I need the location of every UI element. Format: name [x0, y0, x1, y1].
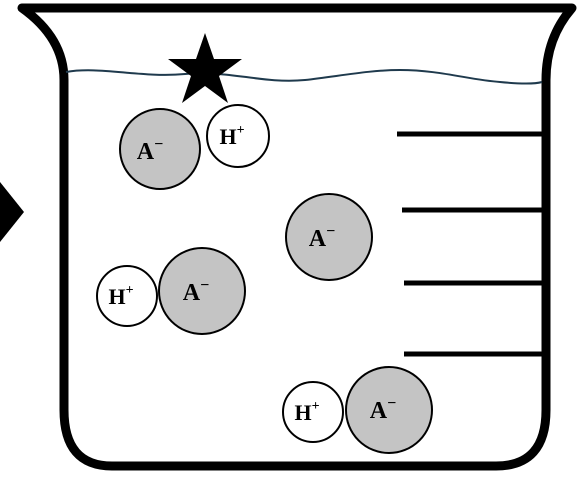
ion-pair: H+ A−	[282, 366, 433, 454]
water-surface	[65, 68, 543, 85]
beaker-outline	[17, 3, 577, 471]
anion-circle	[285, 193, 373, 281]
anion-circle	[158, 247, 246, 335]
proton-circle	[206, 104, 270, 168]
proton-label: H+	[219, 123, 244, 149]
arrow-right-icon	[0, 182, 24, 242]
proton-label: H+	[108, 283, 133, 309]
proton-circle	[96, 265, 158, 327]
anion-circle	[119, 108, 201, 190]
lone-anion: A−	[285, 193, 373, 281]
ion-pair: H+ A−	[96, 247, 246, 335]
anion-label: A−	[309, 223, 335, 252]
anion-label: A−	[370, 395, 396, 424]
star-icon	[168, 33, 242, 103]
ion-pair: A− H+	[119, 104, 270, 190]
proton-circle	[282, 381, 344, 443]
proton-label: H+	[294, 399, 319, 425]
anion-label: A−	[183, 277, 209, 306]
anion-label: A−	[137, 136, 163, 165]
anion-circle	[345, 366, 433, 454]
